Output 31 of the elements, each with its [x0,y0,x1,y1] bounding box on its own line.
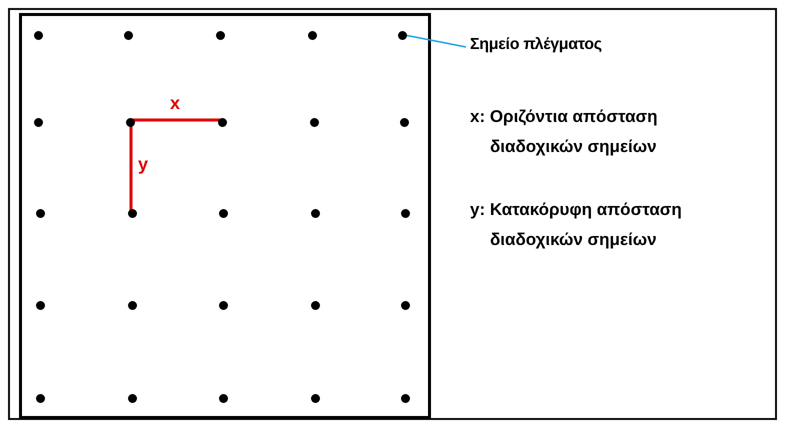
grid-point [400,394,410,402]
grid-point [310,208,320,218]
grid-point [216,30,224,40]
dimension-label: y [138,155,148,173]
grid-point [218,300,228,310]
grid-point [34,30,42,40]
point-label: Σημείο πλέγματος [470,36,602,54]
grid-point [218,394,228,402]
grid-point [128,208,136,218]
grid-point [128,394,136,402]
grid-point [34,118,42,126]
grid-point [218,208,228,218]
grid-point [310,118,318,126]
grid-point [36,208,44,218]
grid-point [400,208,410,218]
grid-point [310,300,320,310]
grid-point [36,394,44,402]
definition-text: x: Οριζόντια απόσταση διαδοχικών σημείων [470,106,659,158]
grid-point [310,394,320,402]
grid-point [124,30,132,40]
grid-point [36,300,44,310]
definition-text: y: Κατακόρυφη απόσταση διαδοχικών σημείων [470,199,683,251]
grid-point [126,118,134,126]
grid-point [400,118,408,126]
grid-point [128,300,136,310]
grid-point [400,300,410,310]
grid-point [398,30,406,40]
grid-point [218,118,226,126]
grid-point [308,30,316,40]
dimension-label: x [170,94,180,112]
leader-line [406,34,466,48]
